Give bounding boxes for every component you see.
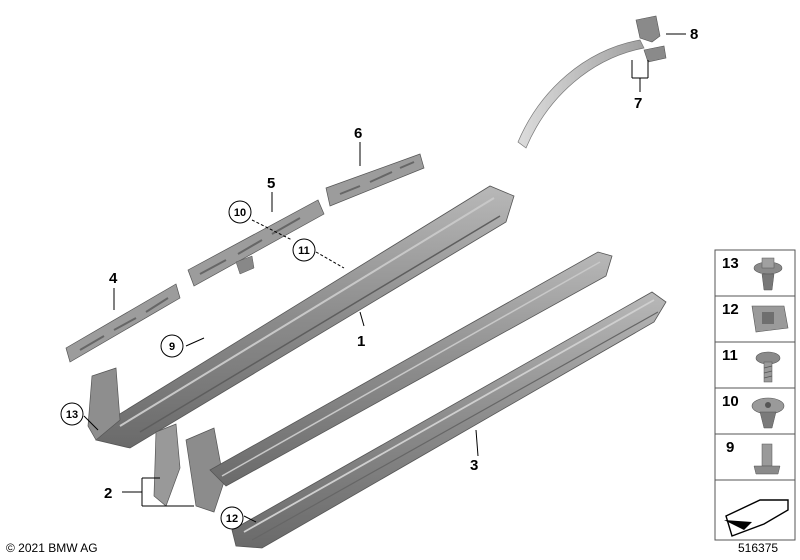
svg-text:10: 10 bbox=[234, 207, 246, 219]
legend-num-9: 9 bbox=[726, 439, 734, 456]
fastener-legend: 13 12 11 10 9 bbox=[714, 249, 796, 541]
part-7-wheel-arch-trim bbox=[517, 39, 667, 149]
part-3-outer-sill-panel bbox=[231, 291, 667, 549]
legend-box-13 bbox=[714, 249, 796, 297]
bolt-icon bbox=[753, 443, 781, 475]
legend-box-9 bbox=[714, 433, 796, 481]
screw-icon bbox=[755, 351, 781, 383]
svg-text:13: 13 bbox=[66, 409, 78, 421]
callout-7: 7 bbox=[634, 95, 642, 112]
callout-5: 5 bbox=[267, 175, 275, 192]
part-6-bracket bbox=[325, 153, 425, 207]
copyright-text: © 2021 BMW AG bbox=[6, 541, 98, 555]
part-5-bracket bbox=[187, 199, 325, 287]
part-8-clip bbox=[635, 15, 661, 43]
diagram-number: 516375 bbox=[738, 541, 779, 555]
callout-6: 6 bbox=[354, 125, 362, 142]
callout-2: 2 bbox=[104, 485, 112, 502]
svg-text:12: 12 bbox=[226, 513, 238, 525]
legend-num-10: 10 bbox=[722, 393, 739, 410]
part-2-front-trim bbox=[153, 423, 225, 513]
legend-num-11: 11 bbox=[722, 347, 738, 364]
circled-callout-10: 10 bbox=[228, 200, 252, 224]
legend-num-12: 12 bbox=[722, 301, 739, 318]
legend-box-11 bbox=[714, 341, 796, 389]
part-1-side-sill-carrier bbox=[87, 185, 515, 449]
direction-arrow-icon bbox=[724, 499, 789, 537]
push-rivet-icon bbox=[753, 257, 783, 291]
circled-callout-13: 13 bbox=[60, 402, 84, 426]
svg-text:11: 11 bbox=[298, 245, 310, 257]
circled-callout-12: 12 bbox=[220, 506, 244, 530]
part-outer-sill-middle bbox=[209, 251, 613, 487]
circled-callout-9: 9 bbox=[160, 334, 184, 358]
expanding-rivet-icon bbox=[751, 397, 785, 429]
leader-lines bbox=[83, 33, 686, 523]
callout-8: 8 bbox=[690, 26, 698, 43]
callout-3: 3 bbox=[470, 457, 478, 474]
legend-num-13: 13 bbox=[722, 255, 739, 272]
part-4-bracket bbox=[65, 283, 181, 363]
svg-text:9: 9 bbox=[169, 341, 175, 353]
callout-4: 4 bbox=[109, 270, 118, 287]
clip-nut-icon bbox=[751, 305, 789, 333]
circled-callout-11: 11 bbox=[292, 238, 316, 262]
callout-1: 1 bbox=[357, 333, 365, 350]
